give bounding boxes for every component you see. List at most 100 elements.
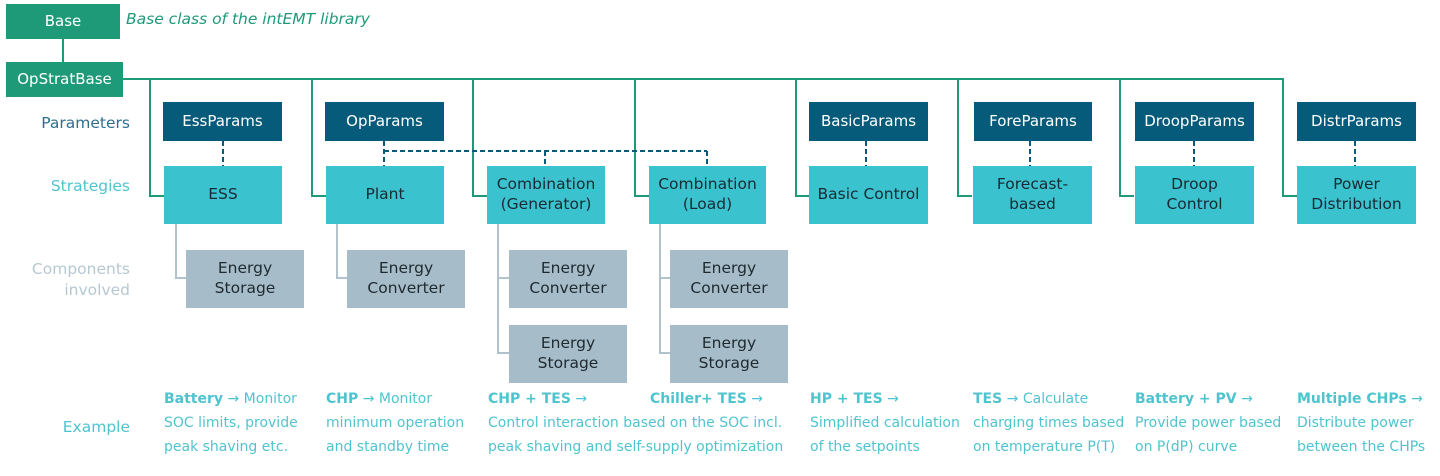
example-tes: TES → Calculate charging times based on … — [973, 387, 1124, 459]
strategy-box-basic-control: Basic Control — [809, 166, 928, 224]
example-chp-tes: CHP + TES → Control interaction based on… — [488, 387, 783, 459]
component-label-line1: Energy — [701, 259, 757, 278]
strategy-connectors — [149, 79, 1297, 197]
strategy-box-droop-control: Droop Control — [1135, 166, 1254, 224]
base-class-subtitle: Base class of the intEMT library — [126, 10, 370, 28]
arrow-right-icon: → — [227, 391, 240, 407]
example-text: charging times based — [973, 415, 1125, 431]
strategy-label-line1: Plant — [365, 185, 405, 204]
component-label-line1: Energy — [378, 259, 434, 278]
example-text: Provide power based — [1135, 415, 1282, 431]
strategy-label-line1: Droop — [1171, 175, 1218, 194]
example-battery-pv: Battery + PV → Provide power based on P(… — [1135, 387, 1281, 459]
example-chiller-tes: Chiller+ TES → — [650, 387, 763, 411]
example-title: Battery — [164, 391, 224, 407]
row-label-components-line2: involved — [64, 280, 130, 299]
component-box-energy-converter: Energy Converter — [347, 250, 465, 308]
strategy-label-line2: Control — [1166, 195, 1223, 213]
example-text: on temperature P(T) — [973, 439, 1116, 455]
example-text: minimum operation — [326, 415, 465, 431]
component-box-energy-converter: Energy Converter — [509, 250, 627, 308]
example-title: Battery + PV — [1135, 391, 1237, 407]
row-label-parameters: Parameters — [41, 114, 130, 132]
component-label-line1: Energy — [540, 259, 596, 278]
example-text: Distribute power — [1297, 415, 1414, 431]
example-battery: Battery → Monitor SOC limits, provide pe… — [164, 387, 298, 459]
base-class-box: Base — [6, 4, 120, 39]
component-label-line2: Storage — [537, 354, 599, 372]
component-connectors — [175, 224, 670, 354]
param-label: OpParams — [346, 111, 423, 130]
arrow-right-icon: → — [887, 391, 899, 407]
param-label: DistrParams — [1311, 111, 1402, 130]
component-label-line2: Converter — [690, 279, 768, 297]
row-label-components-line1: Components — [31, 260, 130, 278]
component-label-line1: Energy — [217, 259, 273, 278]
param-label: BasicParams — [820, 111, 917, 130]
arrow-right-icon: → — [751, 391, 764, 407]
param-label: DroopParams — [1144, 111, 1245, 130]
strategy-label-line2: Distribution — [1311, 195, 1402, 213]
parameter-links — [222, 141, 1356, 166]
param-label: ForeParams — [989, 111, 1077, 130]
arrow-right-icon: → — [362, 391, 375, 407]
example-chp: CHP → Monitor minimum operation and stan… — [326, 387, 464, 459]
component-label-line1: Energy — [701, 334, 757, 353]
component-box-energy-storage: Energy Storage — [670, 325, 788, 383]
strategy-label-line1: ESS — [208, 185, 238, 204]
arrow-right-icon: → — [1006, 391, 1019, 407]
example-text: Calculate — [1018, 391, 1089, 407]
example-text: SOC limits, provide — [164, 415, 298, 431]
strategy-box-plant: Plant — [326, 166, 444, 224]
component-label-line1: Energy — [540, 334, 596, 353]
strategy-box-power-distribution: Power Distribution — [1297, 166, 1416, 224]
param-box-distrparams: DistrParams — [1297, 102, 1416, 141]
opstratbase-label: OpStratBase — [17, 69, 112, 88]
example-title: Multiple CHPs — [1297, 391, 1407, 407]
base-class-label: Base — [44, 11, 82, 30]
strategy-box-combination-load: Combination (Load) — [649, 166, 766, 224]
strategy-label-line1: Basic Control — [817, 185, 920, 204]
param-box-essparams: EssParams — [163, 102, 282, 141]
strategy-label-line2: based — [1009, 195, 1056, 213]
example-title: TES — [973, 391, 1003, 407]
row-label-components: Components involved — [0, 259, 130, 301]
example-text: on P(dP) curve — [1135, 439, 1238, 455]
component-label-line2: Converter — [529, 279, 607, 297]
component-label-line2: Converter — [367, 279, 445, 297]
component-box-energy-converter: Energy Converter — [670, 250, 788, 308]
row-label-strategies: Strategies — [50, 177, 130, 195]
strategy-label-line2: (Generator) — [500, 195, 592, 213]
example-text: peak shaving and self-supply optimizatio… — [488, 439, 784, 455]
component-box-energy-storage: Energy Storage — [186, 250, 304, 308]
example-text: Monitor — [374, 391, 433, 407]
strategy-box-ess: ESS — [164, 166, 282, 224]
strategy-box-forecast-based: Forecast- based — [973, 166, 1092, 224]
example-title: CHP — [326, 391, 359, 407]
strategy-box-combination-generator: Combination (Generator) — [487, 166, 605, 224]
example-hp-tes: HP + TES → Simplified calculation of the… — [810, 387, 960, 459]
arrow-right-icon: → — [1411, 391, 1423, 407]
example-multiple-chps: Multiple CHPs → Distribute power between… — [1297, 387, 1425, 459]
component-box-energy-storage: Energy Storage — [509, 325, 627, 383]
example-text: Monitor — [239, 391, 297, 407]
strategy-label-line2: (Load) — [682, 195, 733, 213]
strategy-label-line1: Power — [1333, 175, 1380, 194]
example-title: CHP + TES — [488, 391, 571, 407]
arrow-right-icon: → — [575, 391, 588, 407]
param-box-opparams: OpParams — [325, 102, 444, 141]
param-box-foreparams: ForeParams — [974, 102, 1092, 141]
example-text: and standby time — [326, 439, 450, 455]
example-text: between the CHPs — [1297, 439, 1426, 455]
example-text: peak shaving etc. — [164, 439, 289, 455]
param-label: EssParams — [182, 111, 263, 130]
opstratbase-box: OpStratBase — [6, 62, 123, 97]
param-box-basicparams: BasicParams — [809, 102, 928, 141]
component-label-line2: Storage — [698, 354, 760, 372]
example-text: Simplified calculation — [810, 415, 960, 431]
arrow-right-icon: → — [1241, 391, 1253, 407]
example-title: Chiller+ TES — [650, 391, 747, 407]
example-title: HP + TES — [810, 391, 883, 407]
strategy-label-line1: Combination — [496, 175, 596, 194]
